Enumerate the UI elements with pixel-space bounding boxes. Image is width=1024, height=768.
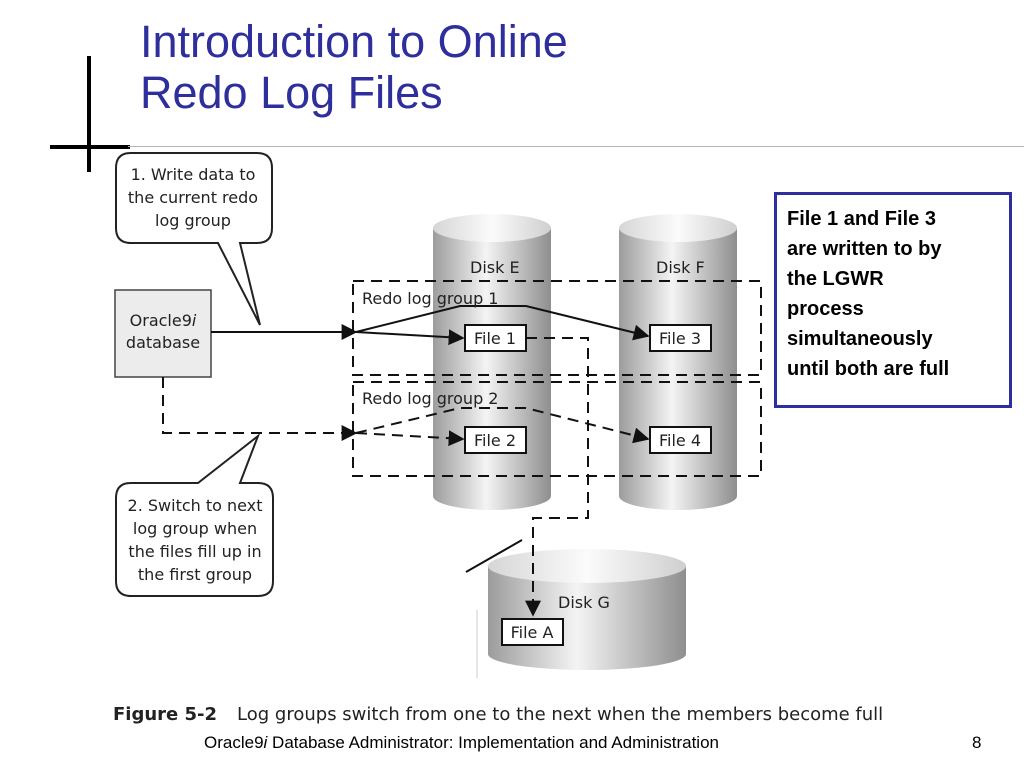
- corner-horizontal-rule: [50, 145, 130, 149]
- figure-caption: Figure 5-2 Log groups switch from one to …: [113, 704, 883, 725]
- oracle-database-box: [114, 289, 212, 378]
- slide-footer: Oracle9i Database Administrator: Impleme…: [204, 733, 719, 753]
- pointer-mark: [465, 539, 523, 573]
- callout-line-4: process: [787, 298, 864, 320]
- database-label-line-2: database: [126, 333, 200, 352]
- write-arrow-file-3: [355, 305, 650, 341]
- archive-arrow: [525, 337, 589, 617]
- bubble-top: [115, 152, 273, 326]
- slide-title-line-1: Introduction to Online: [140, 16, 568, 67]
- bubble-top-line-2: the current redo: [128, 188, 258, 207]
- bubble-bottom: [115, 432, 274, 597]
- switch-arrow-main: [162, 377, 358, 441]
- title-divider: [128, 146, 1024, 147]
- footer-product-suffix: i: [263, 733, 268, 752]
- callout-line-5: simultaneously: [787, 328, 933, 350]
- database-label-line-1: Oracle9i: [130, 311, 197, 330]
- disk-g-label: Disk G: [558, 593, 610, 612]
- file-a-label: File A: [511, 623, 554, 642]
- bubble-bottom-line-3: the files fill up in: [128, 542, 261, 561]
- figure-label: Figure 5-2: [113, 704, 218, 725]
- slide-title-line-2: Redo Log Files: [140, 67, 443, 118]
- redo-log-group-1-label: Redo log group 1: [362, 289, 498, 308]
- footer-text: Database Administrator: Implementation a…: [267, 733, 719, 752]
- callout-line-6: until both are full: [787, 358, 950, 380]
- file-3-box: [649, 324, 712, 352]
- corner-vertical-rule: [87, 56, 91, 172]
- figure-caption-text: Log groups switch from one to the next w…: [237, 704, 884, 725]
- callout-note: File 1 and File 3 are written to by the …: [774, 192, 1012, 408]
- file-1-box: [464, 324, 527, 352]
- file-1-label: File 1: [474, 329, 516, 348]
- slide-title: Introduction to Online Redo Log Files: [140, 16, 568, 118]
- bubble-top-line-3: log group: [155, 211, 231, 230]
- write-arrow-file-1: [355, 329, 465, 346]
- file-4-label: File 4: [659, 431, 701, 450]
- callout-line-1: File 1 and File 3: [787, 208, 936, 230]
- file-4-box: [649, 426, 712, 454]
- slide-number: 8: [972, 733, 982, 752]
- file-2-box: [464, 426, 527, 454]
- disk-e-label: Disk E: [470, 258, 520, 277]
- callout-line-3: the LGWR: [787, 268, 884, 290]
- footer-product: Oracle9: [204, 733, 264, 752]
- bubble-bottom-line-2: log group when: [133, 519, 257, 538]
- file-3-label: File 3: [659, 329, 701, 348]
- bubble-bottom-line-1: 2. Switch to next: [128, 496, 263, 515]
- file-2-label: File 2: [474, 431, 516, 450]
- bubble-top-line-1: 1. Write data to: [131, 165, 256, 184]
- file-a-box: [501, 618, 564, 646]
- callout-line-2: are written to by: [787, 238, 942, 260]
- disk-f-label: Disk F: [656, 258, 705, 277]
- redo-log-group-2-label: Redo log group 2: [362, 389, 498, 408]
- bubble-bottom-line-4: the first group: [138, 565, 252, 584]
